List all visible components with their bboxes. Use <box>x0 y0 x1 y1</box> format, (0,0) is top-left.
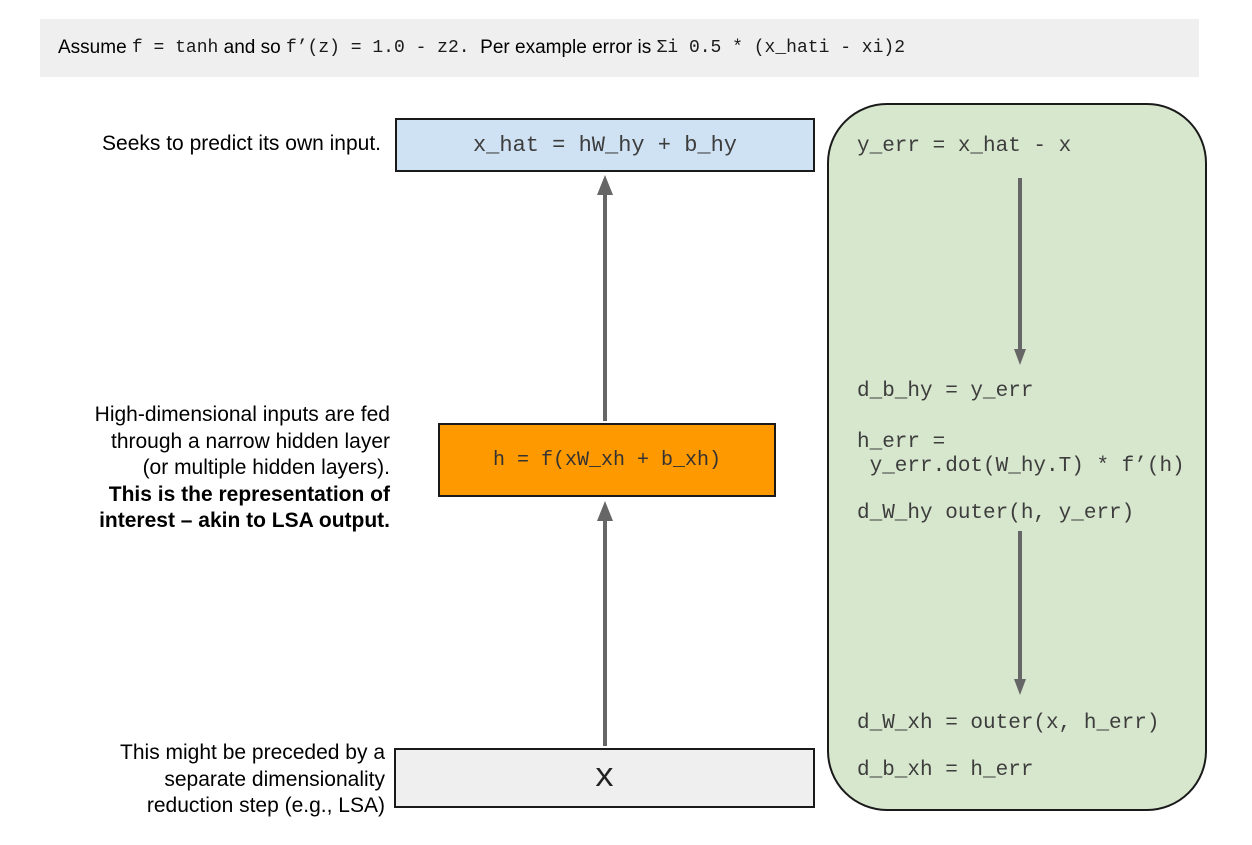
output-layer-box: x_hat = hW_hy + b_hy <box>395 118 815 172</box>
arrow-shaft <box>1018 531 1022 682</box>
backprop-panel: y_err = x_hat - x d_b_hy = y_err h_err =… <box>827 103 1207 811</box>
annotation-dimensionality-reduction: This might be preceded by a separate dim… <box>0 740 385 820</box>
banner-text-assume: Assume <box>58 37 132 58</box>
banner-formula-f-prime: f’(z) = 1.0 - z <box>285 38 448 58</box>
banner-subscript-i: i <box>818 38 830 58</box>
banner-formula-f-tanh: f = tanh <box>131 38 219 58</box>
banner-close-paren: ) <box>883 38 895 58</box>
arrow-shaft <box>603 192 607 421</box>
backprop-line-h-err-expr: y_err.dot(W_hy.T) * f’(h) <box>857 455 1185 478</box>
backprop-arrow-1 <box>1014 178 1026 365</box>
annotation-line: (or multiple hidden layers). <box>142 456 390 479</box>
input-layer-box: x <box>394 748 815 808</box>
arrowhead-down-icon <box>1014 349 1026 365</box>
annotation-line-bold: interest – akin to LSA output. <box>99 509 390 532</box>
annotation-line: High-dimensional inputs are fed <box>94 403 390 426</box>
output-formula: x_hat = hW_hy + b_hy <box>472 132 738 158</box>
banner-superscript-2: 2 <box>894 38 906 58</box>
banner-superscript-2: 2 <box>447 38 459 58</box>
annotation-line: separate dimensionality <box>164 767 385 791</box>
input-label: x <box>594 759 615 797</box>
backprop-line-y-err: y_err = x_hat - x <box>857 135 1072 158</box>
arrow-hidden-to-output <box>597 175 613 421</box>
banner-subscript-i: i <box>872 38 884 58</box>
annotation-line: Seeks to predict its own input. <box>102 132 381 155</box>
arrowhead-up-icon <box>597 175 613 195</box>
annotation-line: reduction step (e.g., LSA) <box>146 794 385 817</box>
backprop-line-d-w-xh: d_W_xh = outer(x, h_err) <box>857 712 1160 735</box>
backprop-line-d-w-hy: d_W_hy outer(h, y_err) <box>857 502 1135 525</box>
hidden-layer-box: h = f(xW_xh + b_xh) <box>438 423 776 497</box>
hidden-formula: h = f(xW_xh + b_xh) <box>492 448 722 472</box>
backprop-line-d-b-hy: d_b_hy = y_err <box>857 380 1034 403</box>
backprop-line-h-err: h_err = <box>857 431 946 454</box>
arrowhead-down-icon <box>1014 679 1026 695</box>
banner-text-per-example: Per example error is <box>469 37 657 58</box>
banner-formula-minus-x: - x <box>829 38 873 58</box>
banner-period: . <box>458 38 470 58</box>
annotation-line-bold: This is the representation of <box>108 482 390 506</box>
banner-text-and-so: and so <box>218 37 286 58</box>
banner-subscript-i: i <box>667 38 679 58</box>
banner-sigma: Σ <box>656 38 668 58</box>
arrowhead-up-icon <box>597 501 613 521</box>
backprop-arrow-2 <box>1014 531 1026 695</box>
banner-formula-error: 0.5 * (x_hat <box>678 38 819 58</box>
arrow-input-to-hidden <box>597 501 613 746</box>
annotation-line: This might be preceded by a <box>120 741 385 764</box>
arrow-shaft <box>603 518 607 746</box>
annotation-predict-own-input: Seeks to predict its own input. <box>0 131 381 158</box>
backprop-line-d-b-xh: d_b_xh = h_err <box>857 759 1034 782</box>
annotation-line: through a narrow hidden layer <box>110 429 390 453</box>
arrow-shaft <box>1018 178 1022 352</box>
annotation-hidden-layer: High-dimensional inputs are fed through … <box>0 402 390 535</box>
